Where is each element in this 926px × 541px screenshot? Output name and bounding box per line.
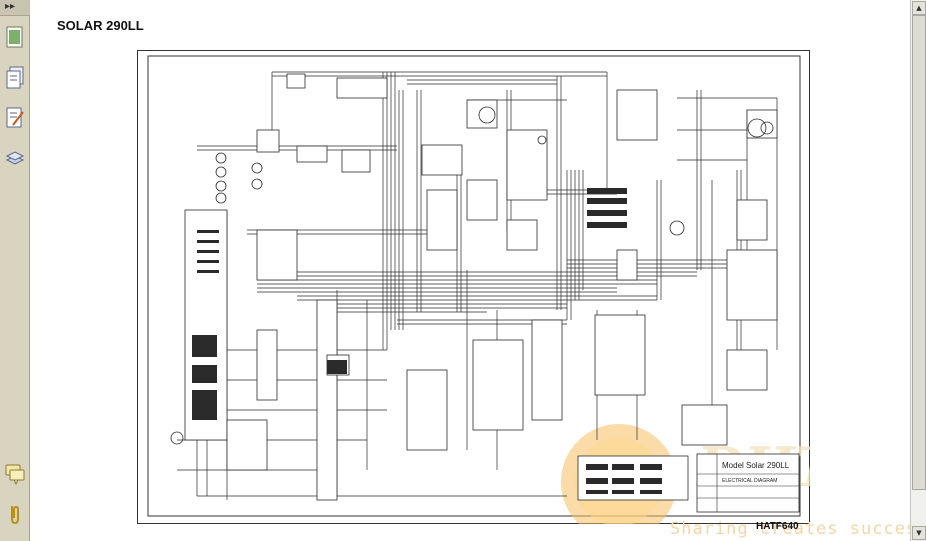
scroll-down-arrow-icon[interactable]: ▼ bbox=[912, 526, 926, 540]
scroll-up-arrow-icon[interactable]: ▲ bbox=[912, 1, 926, 15]
electrical-wiring-diagram: DHT bbox=[137, 50, 810, 524]
title-block-diagram: ELECTRICAL DIAGRAM bbox=[722, 478, 777, 484]
layers-icon bbox=[5, 151, 25, 165]
comment-icon bbox=[5, 464, 25, 486]
signatures-panel-button[interactable] bbox=[4, 106, 26, 130]
documents-icon bbox=[6, 66, 24, 89]
pages-panel-button[interactable] bbox=[4, 26, 26, 50]
document-title: SOLAR 290LL bbox=[57, 18, 144, 33]
sidebar-toggle-bar[interactable]: ▸▸ bbox=[0, 0, 30, 16]
drawing-code: HATF640 bbox=[756, 521, 799, 532]
scrollbar-thumb[interactable] bbox=[912, 15, 926, 490]
attachments-panel-button[interactable] bbox=[4, 502, 26, 526]
paperclip-icon bbox=[11, 505, 19, 525]
vertical-scrollbar[interactable]: ▲ ▼ bbox=[910, 0, 926, 541]
comments-panel-button[interactable] bbox=[4, 462, 26, 486]
bookmarks-panel-button[interactable] bbox=[4, 66, 26, 90]
title-block-model: Model Solar 290LL bbox=[722, 461, 790, 470]
title-block: Model Solar 290LL ELECTRICAL DIAGRAM bbox=[577, 453, 800, 513]
double-chevron-right-icon[interactable]: ▸▸ bbox=[5, 1, 16, 12]
watermark-caption: Sharing creates success bbox=[670, 519, 926, 539]
page-icon bbox=[6, 26, 23, 48]
navigation-sidebar: ▸▸ bbox=[0, 0, 30, 541]
pen-document-icon bbox=[6, 107, 24, 128]
layers-panel-button[interactable] bbox=[4, 146, 26, 170]
